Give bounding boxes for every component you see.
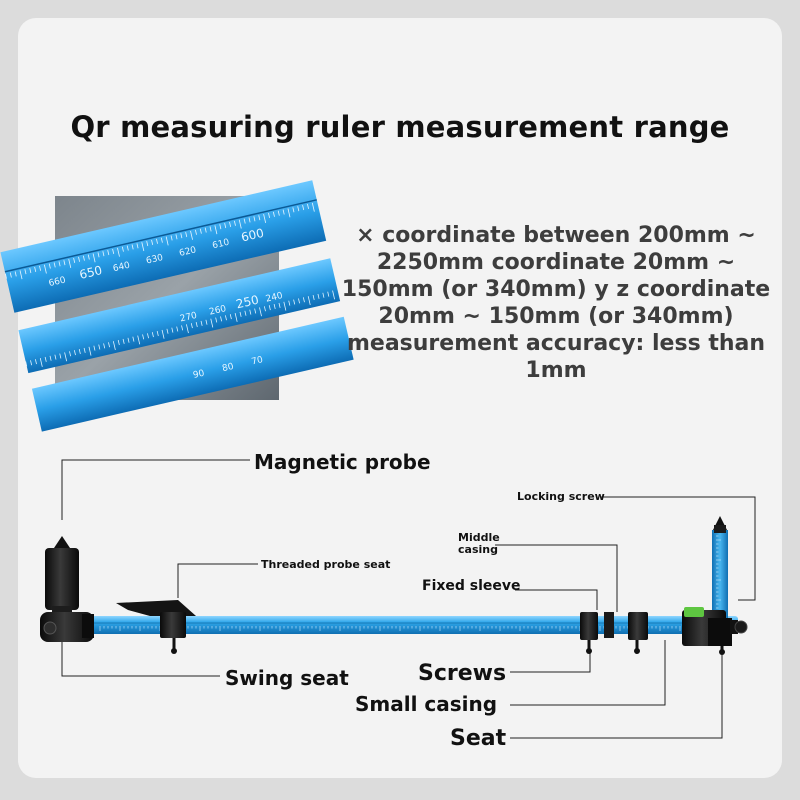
leader-magnetic-probe (61, 459, 250, 520)
ruler-number: 270 (179, 311, 198, 325)
leader-swing-seat (61, 640, 220, 677)
bubble-level (684, 607, 704, 617)
measurement-range-description: × coordinate between 200mm ~ 2250mm coor… (341, 223, 771, 383)
label-small-casing: Small casing (355, 692, 498, 716)
label-seat: Seat (450, 726, 507, 751)
leader-fixed-sleeve (515, 589, 598, 610)
small-casing (628, 612, 648, 640)
leader-small-casing (510, 640, 666, 706)
label-swing-seat: Swing seat (225, 666, 349, 690)
ruler-number: 620 (178, 245, 197, 259)
ruler-number: 610 (211, 238, 230, 252)
vertical-ruler-rail (712, 530, 728, 620)
magnetic-probe-tip (54, 536, 70, 548)
ruler-bar-bottom (31, 316, 354, 432)
locking-screw (730, 620, 738, 634)
middle-casing (604, 612, 614, 638)
ruler-number: 80 (221, 362, 235, 374)
label-screws: Screws (418, 661, 507, 686)
swing-seat (40, 612, 94, 642)
label-fixed-sleeve: Fixed sleeve (422, 578, 521, 594)
page-title: Qr measuring ruler measurement range (70, 110, 730, 144)
fixed-sleeve (580, 612, 598, 640)
label-threaded-probe-seat: Threaded probe seat (261, 558, 391, 571)
ruler-number: 250 (235, 293, 260, 312)
ruler-number: 600 (240, 226, 265, 245)
magnetic-probe (45, 548, 79, 610)
ruler-number: 240 (265, 291, 284, 305)
ruler-bar-top (0, 180, 327, 313)
leader-lines (61, 459, 756, 739)
leader-locking-screw (600, 496, 756, 601)
ruler-closeup-photo: 660 650 640 630 620 610 600 270 260 250 … (0, 180, 354, 432)
ruler-number: 660 (48, 275, 67, 289)
ruler-number: 650 (78, 263, 103, 282)
ruler-number: 630 (145, 253, 164, 267)
leader-screws (510, 650, 591, 673)
label-magnetic-probe: Magnetic probe (254, 450, 431, 474)
ruler-number: 90 (192, 369, 206, 381)
ruler-number: 260 (208, 304, 227, 318)
leader-seat (510, 648, 723, 739)
label-locking-screw: Locking screw (517, 490, 605, 503)
ruler-number: 70 (251, 355, 265, 367)
label-middle-casing-line1: Middle (458, 531, 500, 544)
horizontal-ruler-rail (88, 616, 738, 634)
leader-threaded-probe-seat (177, 563, 258, 598)
ruler-bar-middle (18, 258, 341, 374)
ruler-number: 640 (112, 261, 131, 275)
leader-middle-casing (495, 544, 618, 612)
ruler-closeup-graphic: 660 650 640 630 620 610 600 270 260 250 … (0, 180, 354, 432)
label-middle-casing-line2: casing (458, 543, 498, 556)
